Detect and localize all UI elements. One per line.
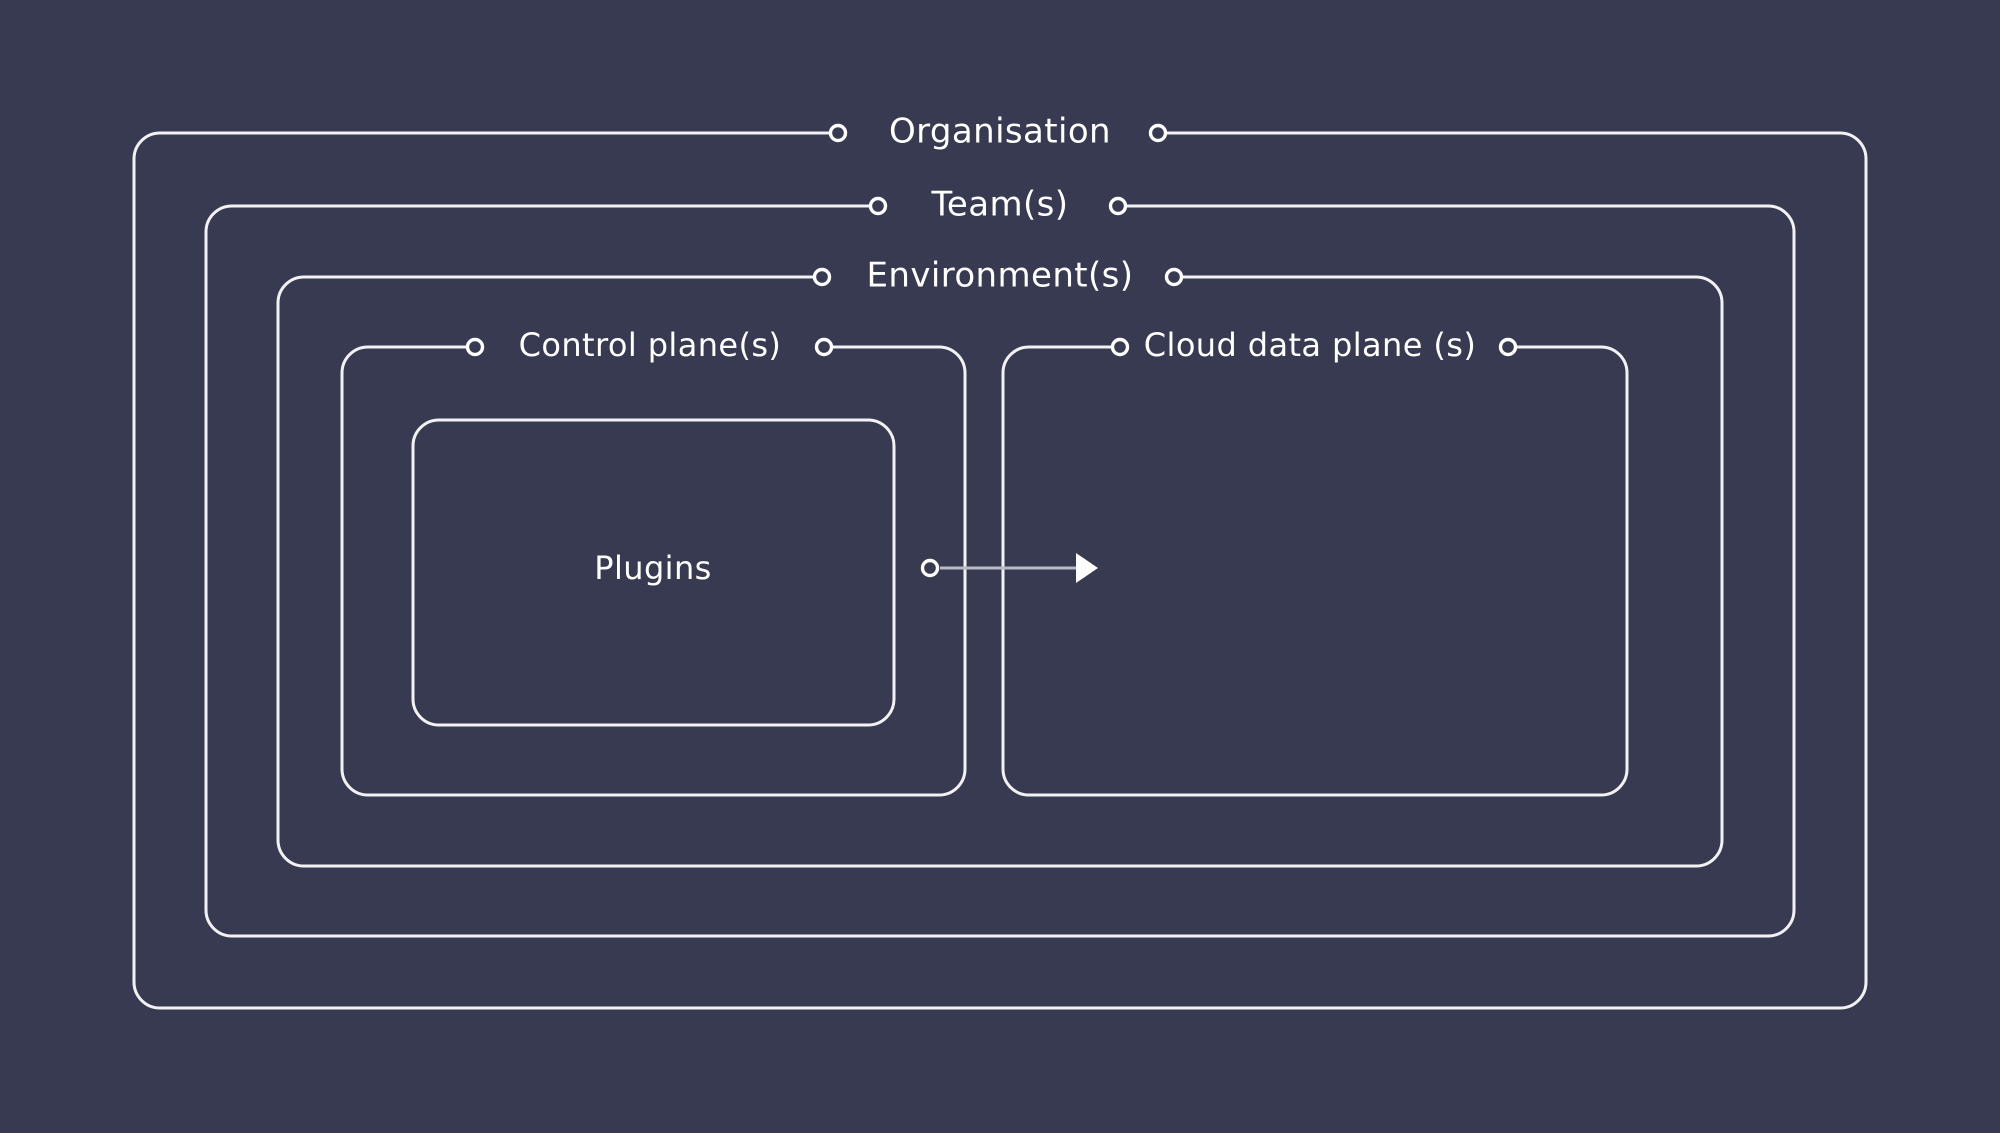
group-team[interactable]: Team(s) xyxy=(204,185,1796,938)
environment-dot-right[interactable] xyxy=(1164,267,1184,287)
organisation-label: Organisation xyxy=(889,112,1111,152)
environment-box[interactable] xyxy=(276,275,1724,868)
group-cloud-data-plane[interactable]: Cloud data plane (s) xyxy=(1001,326,1629,797)
environment-label: Environment(s) xyxy=(867,256,1134,296)
cloud-data-plane-box[interactable] xyxy=(1001,345,1629,797)
group-control-plane[interactable]: Control plane(s) xyxy=(340,326,967,797)
plugins-box[interactable] xyxy=(411,418,896,727)
team-dot-right[interactable] xyxy=(1108,196,1128,216)
group-environment[interactable]: Environment(s) xyxy=(276,256,1724,868)
flow-arrow-head xyxy=(1076,553,1098,583)
group-organisation[interactable]: Organisation xyxy=(132,112,1868,1010)
control-plane-label: Control plane(s) xyxy=(519,326,782,364)
control-plane-dot-left[interactable] xyxy=(465,337,485,357)
control-plane-box[interactable] xyxy=(340,345,967,797)
organisation-dot-right[interactable] xyxy=(1148,123,1168,143)
environment-dot-left[interactable] xyxy=(812,267,832,287)
cloud-data-plane-dot-left[interactable] xyxy=(1110,337,1130,357)
team-dot-left[interactable] xyxy=(868,196,888,216)
team-label: Team(s) xyxy=(931,185,1069,225)
cloud-data-plane-dot-right[interactable] xyxy=(1498,337,1518,357)
organisation-dot-left[interactable] xyxy=(828,123,848,143)
group-plugins[interactable]: Plugins xyxy=(411,418,896,727)
plugins-to-cloud-data-plane-arrow xyxy=(920,553,1098,583)
cloud-data-plane-label: Cloud data plane (s) xyxy=(1144,326,1476,364)
plugins-label: Plugins xyxy=(594,549,711,587)
flow-arrow-origin-dot[interactable] xyxy=(920,558,940,578)
control-plane-dot-right[interactable] xyxy=(814,337,834,357)
team-box[interactable] xyxy=(204,204,1796,938)
organisation-box[interactable] xyxy=(132,131,1868,1010)
